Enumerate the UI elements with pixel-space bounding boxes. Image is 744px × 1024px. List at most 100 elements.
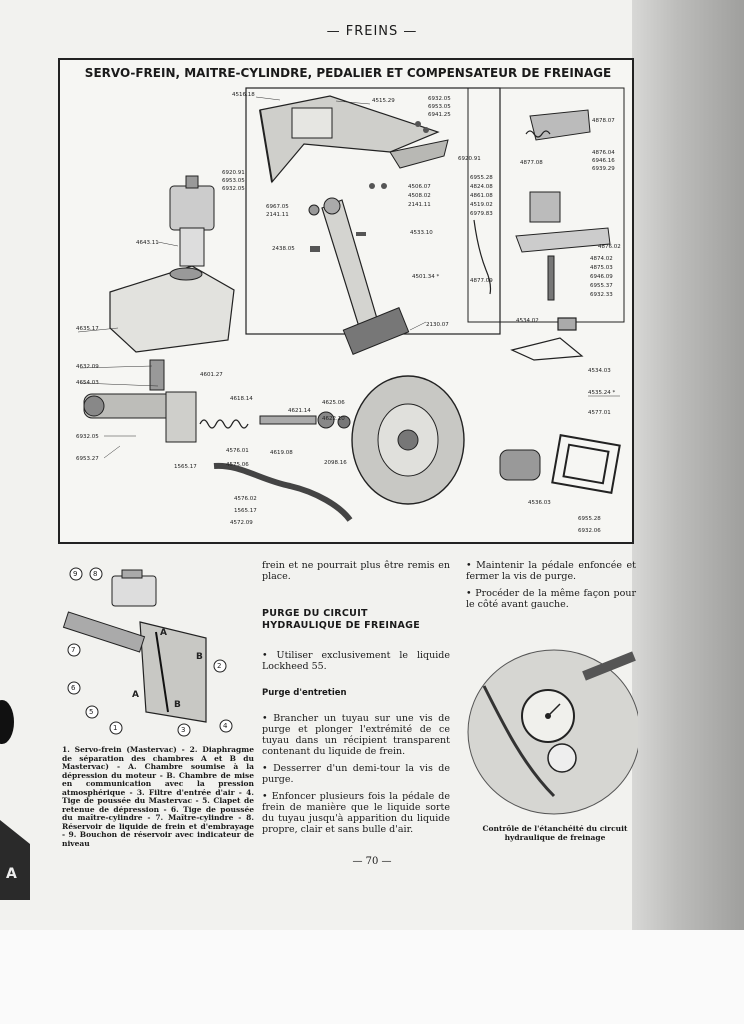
part-ref: 4877.09 xyxy=(470,278,493,284)
part-ref: 4621.14 xyxy=(288,408,311,414)
part-ref: 4632.09 xyxy=(76,364,99,370)
section-tab-letter: A xyxy=(6,866,17,882)
return-spring xyxy=(199,419,249,429)
exploded-view-figure: SERVO-FREIN, MAITRE-CYLINDRE, PEDALIER E… xyxy=(58,58,634,544)
part-ref: 4618.14 xyxy=(230,396,253,402)
brake-servo xyxy=(351,375,465,505)
part-ref: 4643.11 xyxy=(136,240,159,246)
part-ref: 4576.02 xyxy=(234,496,257,502)
bleed-test-photo xyxy=(467,649,638,815)
hose xyxy=(482,685,556,798)
part-ref: 1565.17 xyxy=(174,464,197,470)
reservoir-outline xyxy=(111,569,157,607)
paragraph: • Enfoncer plusieurs fois la pédale de f… xyxy=(262,791,450,835)
callout-circles xyxy=(67,567,233,737)
callout-label: 9 xyxy=(73,570,78,578)
chamber-label: A xyxy=(132,690,139,700)
part-ref: 2130.07 xyxy=(426,322,449,328)
brake-compensator xyxy=(515,109,611,301)
part-ref: 4519.02 xyxy=(470,202,493,208)
part-ref: 6932.05 xyxy=(222,186,245,192)
part-ref: 4877.08 xyxy=(520,160,543,166)
part-ref: 6946.16 xyxy=(592,158,615,164)
part-ref: 1565.17 xyxy=(234,508,257,514)
brake-pedal xyxy=(308,197,410,355)
part-ref: 6953.05 xyxy=(222,178,245,184)
part-ref: 4625.06 xyxy=(322,400,345,406)
callout-label: 7 xyxy=(71,646,76,654)
spring-clip xyxy=(510,317,584,361)
page-number: — 70 — xyxy=(352,856,392,867)
part-ref: 6932.33 xyxy=(590,292,613,298)
part-ref: 6932.06 xyxy=(578,528,601,534)
part-ref: 6920.91 xyxy=(458,156,481,162)
part-ref: 2141.11 xyxy=(266,212,289,218)
part-ref: 6953.05 xyxy=(428,104,451,110)
part-ref: 4622.10 xyxy=(322,416,345,422)
part-ref: 4875.03 xyxy=(590,265,613,271)
master-cylinder xyxy=(83,359,197,443)
right-column: • Maintenir la pédale enfoncée et fermer… xyxy=(466,560,636,616)
servo-cutaway-diagram xyxy=(62,567,233,737)
part-ref: 4874.02 xyxy=(590,256,613,262)
callout-label: 3 xyxy=(181,726,186,734)
callout-label: 2 xyxy=(217,662,222,670)
part-ref: 4508.02 xyxy=(408,193,431,199)
diagram-caption: 1. Servo-frein (Mastervac) - 2. Diaphrag… xyxy=(62,745,254,848)
hose xyxy=(582,651,636,681)
figure-title: SERVO-FREIN, MAITRE-CYLINDRE, PEDALIER E… xyxy=(84,66,612,80)
subheading: Purge d'entretien xyxy=(262,688,347,698)
part-ref: 4506.07 xyxy=(408,184,431,190)
exploded-view-drawing xyxy=(77,87,625,522)
part-ref: 6941.25 xyxy=(428,112,451,118)
part-ref: 6932.05 xyxy=(428,96,451,102)
part-ref: 6967.05 xyxy=(266,204,289,210)
intro-text: frein et ne pourrait plus être remis en … xyxy=(262,560,450,582)
mounting-gasket xyxy=(551,433,621,495)
chamber-label: B xyxy=(174,700,181,710)
part-ref: 2141.11 xyxy=(408,202,431,208)
part-ref: 6946.09 xyxy=(590,274,613,280)
running-head: — FREINS — xyxy=(326,24,418,39)
part-ref: 2438.05 xyxy=(272,246,295,252)
pedal-bracket xyxy=(259,95,449,184)
reservoir-cap xyxy=(169,175,215,267)
photo-caption: Contrôle de l'étanchéité du circuit hydr… xyxy=(482,824,628,842)
compensator-springs xyxy=(473,130,551,295)
scan-margin xyxy=(0,930,744,1024)
part-ref: 4577.01 xyxy=(588,410,611,416)
part-ref: 6955.28 xyxy=(578,516,601,522)
part-ref: 6932.05 xyxy=(76,434,99,440)
vacuum-hose xyxy=(213,462,353,522)
part-ref: 4534.03 xyxy=(588,368,611,374)
part-ref: 4576.01 xyxy=(226,448,249,454)
section-tab: A xyxy=(0,820,30,900)
part-ref: 4878.07 xyxy=(592,118,615,124)
callout-label: 4 xyxy=(223,722,228,730)
callout-label: 5 xyxy=(89,708,94,716)
pedal-hardware xyxy=(310,121,429,252)
paragraph: • Brancher un tuyau sur une vis de purge… xyxy=(262,713,450,757)
callout-label: 8 xyxy=(93,570,98,578)
part-ref: 4534.02 xyxy=(516,318,539,324)
part-ref: 4601.27 xyxy=(200,372,223,378)
callout-label: 6 xyxy=(71,684,76,692)
paragraph: • Utiliser exclusivement le liquide Lock… xyxy=(262,650,450,672)
part-ref: 4515.29 xyxy=(372,98,395,104)
part-ref: 4516.18 xyxy=(232,92,255,98)
part-ref: 6939.29 xyxy=(592,166,615,172)
part-ref: 6920.91 xyxy=(222,170,245,176)
pushrod-parts xyxy=(259,411,351,429)
servo-body-outline xyxy=(139,621,207,723)
master-cylinder-outline xyxy=(62,611,146,653)
leader-lines xyxy=(77,96,620,459)
part-ref: 4575.06 xyxy=(226,462,249,468)
chamber-label: B xyxy=(196,652,203,662)
paragraph: • Maintenir la pédale enfoncée et fermer… xyxy=(466,560,636,582)
compensator-frame xyxy=(467,87,625,323)
part-ref: 2098.16 xyxy=(324,460,347,466)
part-ref: 4876.02 xyxy=(598,244,621,250)
part-ref: 4619.08 xyxy=(270,450,293,456)
part-ref: 6955.28 xyxy=(470,175,493,181)
